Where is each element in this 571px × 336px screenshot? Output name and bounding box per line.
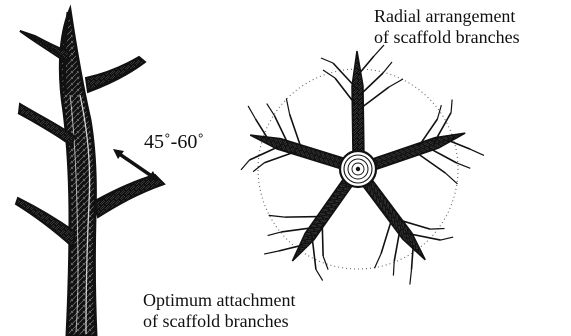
optimum-caption-line-1: Optimum attachment [143,290,343,311]
trunk-cross-section [340,151,376,187]
radial-branch-cross-section [229,45,490,296]
angle-arrow [113,149,158,181]
middle-right-branch [95,175,164,217]
angle-label: 45˚-60˚ [144,131,204,153]
lower-left-branch [16,198,75,247]
radial-arrangement-caption: Radial arrangement of scaffold branches [374,6,564,48]
upper-right-branch [86,57,145,92]
radial-caption-line-2: of scaffold branches [374,27,564,48]
optimum-caption-line-2: of scaffold branches [143,311,343,332]
radial-caption-line-1: Radial arrangement [374,6,564,27]
radial-main-branch-north [321,45,403,157]
optimum-attachment-caption: Optimum attachment of scaffold branches [143,290,343,332]
